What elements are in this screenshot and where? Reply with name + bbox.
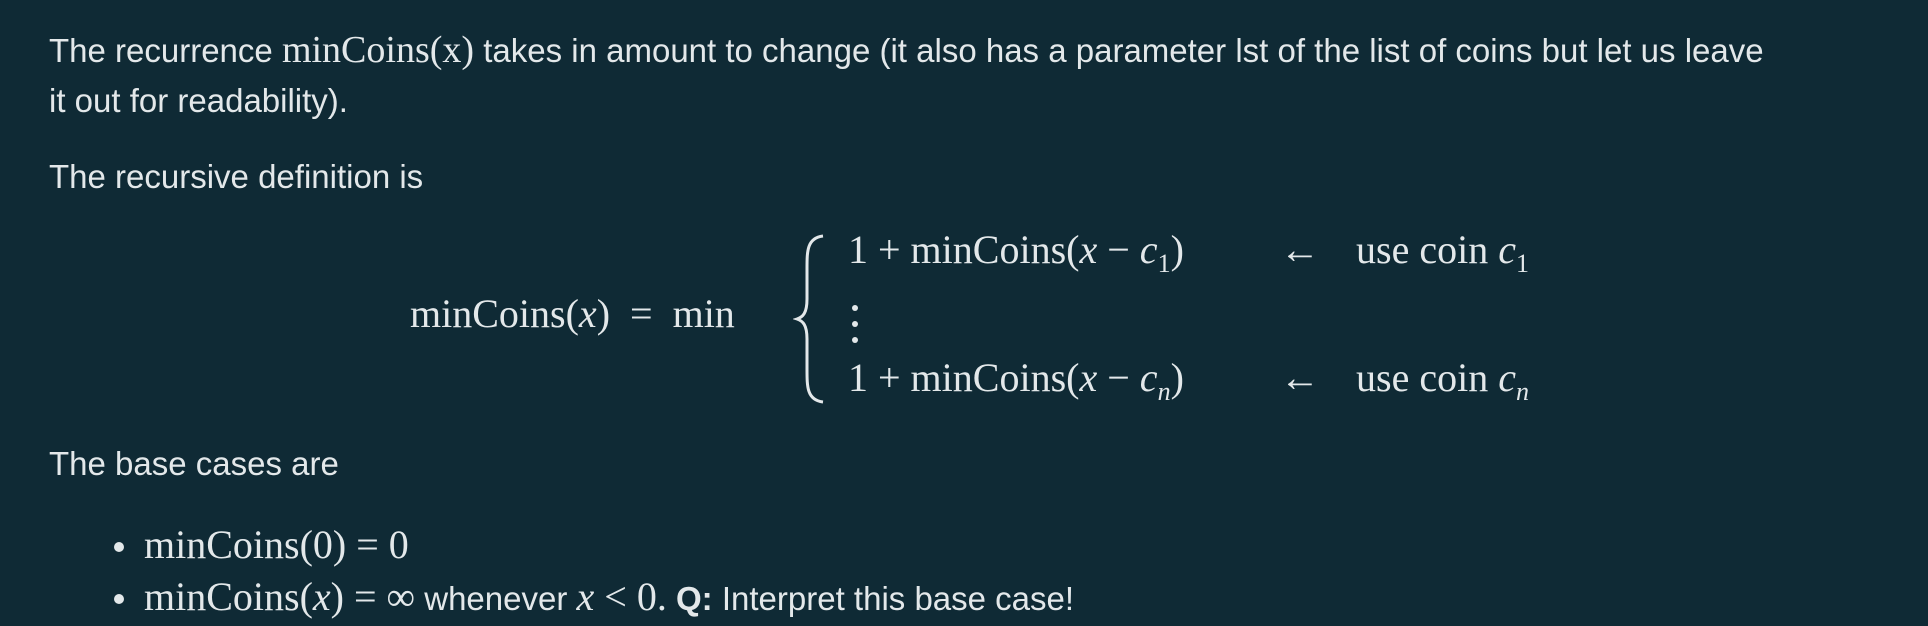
subscript: 1 (1157, 249, 1171, 278)
coin-symbol: c (1498, 227, 1516, 272)
bullet-icon (114, 542, 124, 552)
paragraph-recurrence-line2: it out for readability). (49, 82, 348, 119)
text: The recurrence (49, 32, 282, 69)
list-item: minCoins(x) = ∞ whenever x < 0. Q: Inter… (110, 572, 1074, 624)
left-brace-icon (793, 234, 824, 404)
close-paren: ) (1170, 355, 1184, 400)
equals-sign: = (630, 291, 653, 336)
text: whenever (415, 580, 577, 617)
coin-symbol: c (1139, 355, 1158, 400)
variable: x (578, 291, 597, 336)
equation-lhs: minCoins(x) = min (410, 291, 735, 336)
subscript: n (1157, 377, 1171, 406)
question-label: Q: (676, 580, 713, 617)
variable: x (1079, 355, 1098, 400)
list-item: minCoins(0) = 0 (110, 520, 1074, 572)
condition: < 0. (594, 574, 667, 619)
close-paren: ) (1170, 227, 1184, 272)
bullet-icon (114, 594, 124, 604)
case-label-last: use coin cn (1356, 354, 1529, 407)
variable: x (312, 574, 331, 619)
case-row-last: 1 + minCoins(x − cn) (848, 354, 1184, 407)
case-label-first: use coin c1 (1356, 226, 1529, 279)
coin-symbol: c (1139, 227, 1158, 272)
math-inline: minCoins(0) = 0 (144, 522, 409, 567)
expression: 1 + minCoins( (848, 355, 1080, 400)
minus-sign: − (1097, 355, 1140, 400)
expression: 1 + minCoins( (848, 227, 1080, 272)
vertical-ellipsis-icon (852, 305, 858, 343)
left-arrow-icon: ← (1280, 355, 1320, 400)
paragraph-definition-intro: The recursive definition is (49, 158, 424, 195)
math-inline: minCoins(x) = ∞ (144, 574, 415, 619)
subscript: n (1515, 377, 1529, 406)
function-name: minCoins (410, 291, 566, 336)
subscript: 1 (1515, 249, 1529, 278)
expression: ) = ∞ (330, 574, 416, 619)
base-case-list: minCoins(0) = 0 minCoins(x) = ∞ whenever… (110, 520, 1074, 624)
text: takes in amount to change (it also has a… (474, 32, 1764, 69)
math-inline: minCoins(x) (281, 29, 475, 71)
case-row-first: 1 + minCoins(x − c1) (848, 226, 1184, 279)
variable: x (1079, 227, 1098, 272)
label-text: use coin (1356, 355, 1499, 400)
paragraph-base-cases: The base cases are (49, 445, 339, 482)
paragraph-recurrence: The recurrence minCoins(x) takes in amou… (49, 25, 1764, 76)
function-name: minCoins( (144, 574, 313, 619)
variable: x (576, 574, 595, 619)
question-text: Interpret this base case! (712, 580, 1075, 617)
left-arrow-icon: ← (1280, 227, 1320, 272)
min-operator: min (672, 291, 735, 336)
coin-symbol: c (1498, 355, 1516, 400)
label-text: use coin (1356, 227, 1499, 272)
minus-sign: − (1097, 227, 1140, 272)
